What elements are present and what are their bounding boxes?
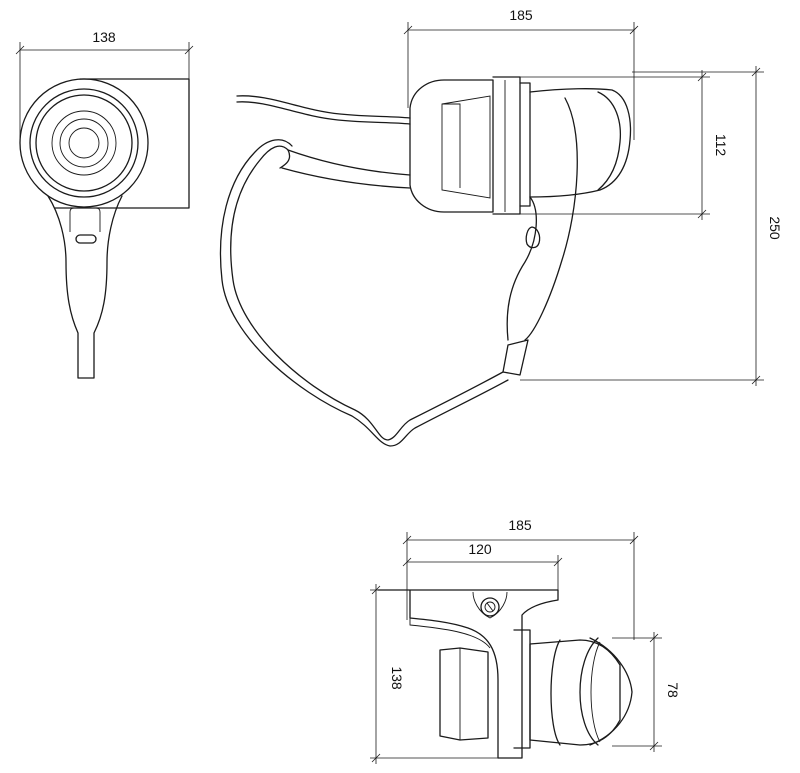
- dim-side-total-height: 250: [767, 216, 783, 240]
- side-view: 185 112 250: [219, 7, 783, 447]
- dim-top-nozzle-height: 78: [665, 682, 681, 698]
- dim-side-nozzle-height: 112: [713, 134, 729, 157]
- dim-top-total-width: 185: [508, 517, 532, 533]
- dim-front-width: 138: [92, 29, 116, 45]
- front-switch: [75, 234, 97, 244]
- front-view: 138: [15, 29, 194, 379]
- top-view: 185 120 138 78: [370, 517, 681, 764]
- dim-side-width: 185: [509, 7, 533, 23]
- dim-top-bracket-width: 120: [468, 541, 492, 557]
- screw: [480, 597, 500, 617]
- dim-top-depth: 138: [389, 666, 405, 690]
